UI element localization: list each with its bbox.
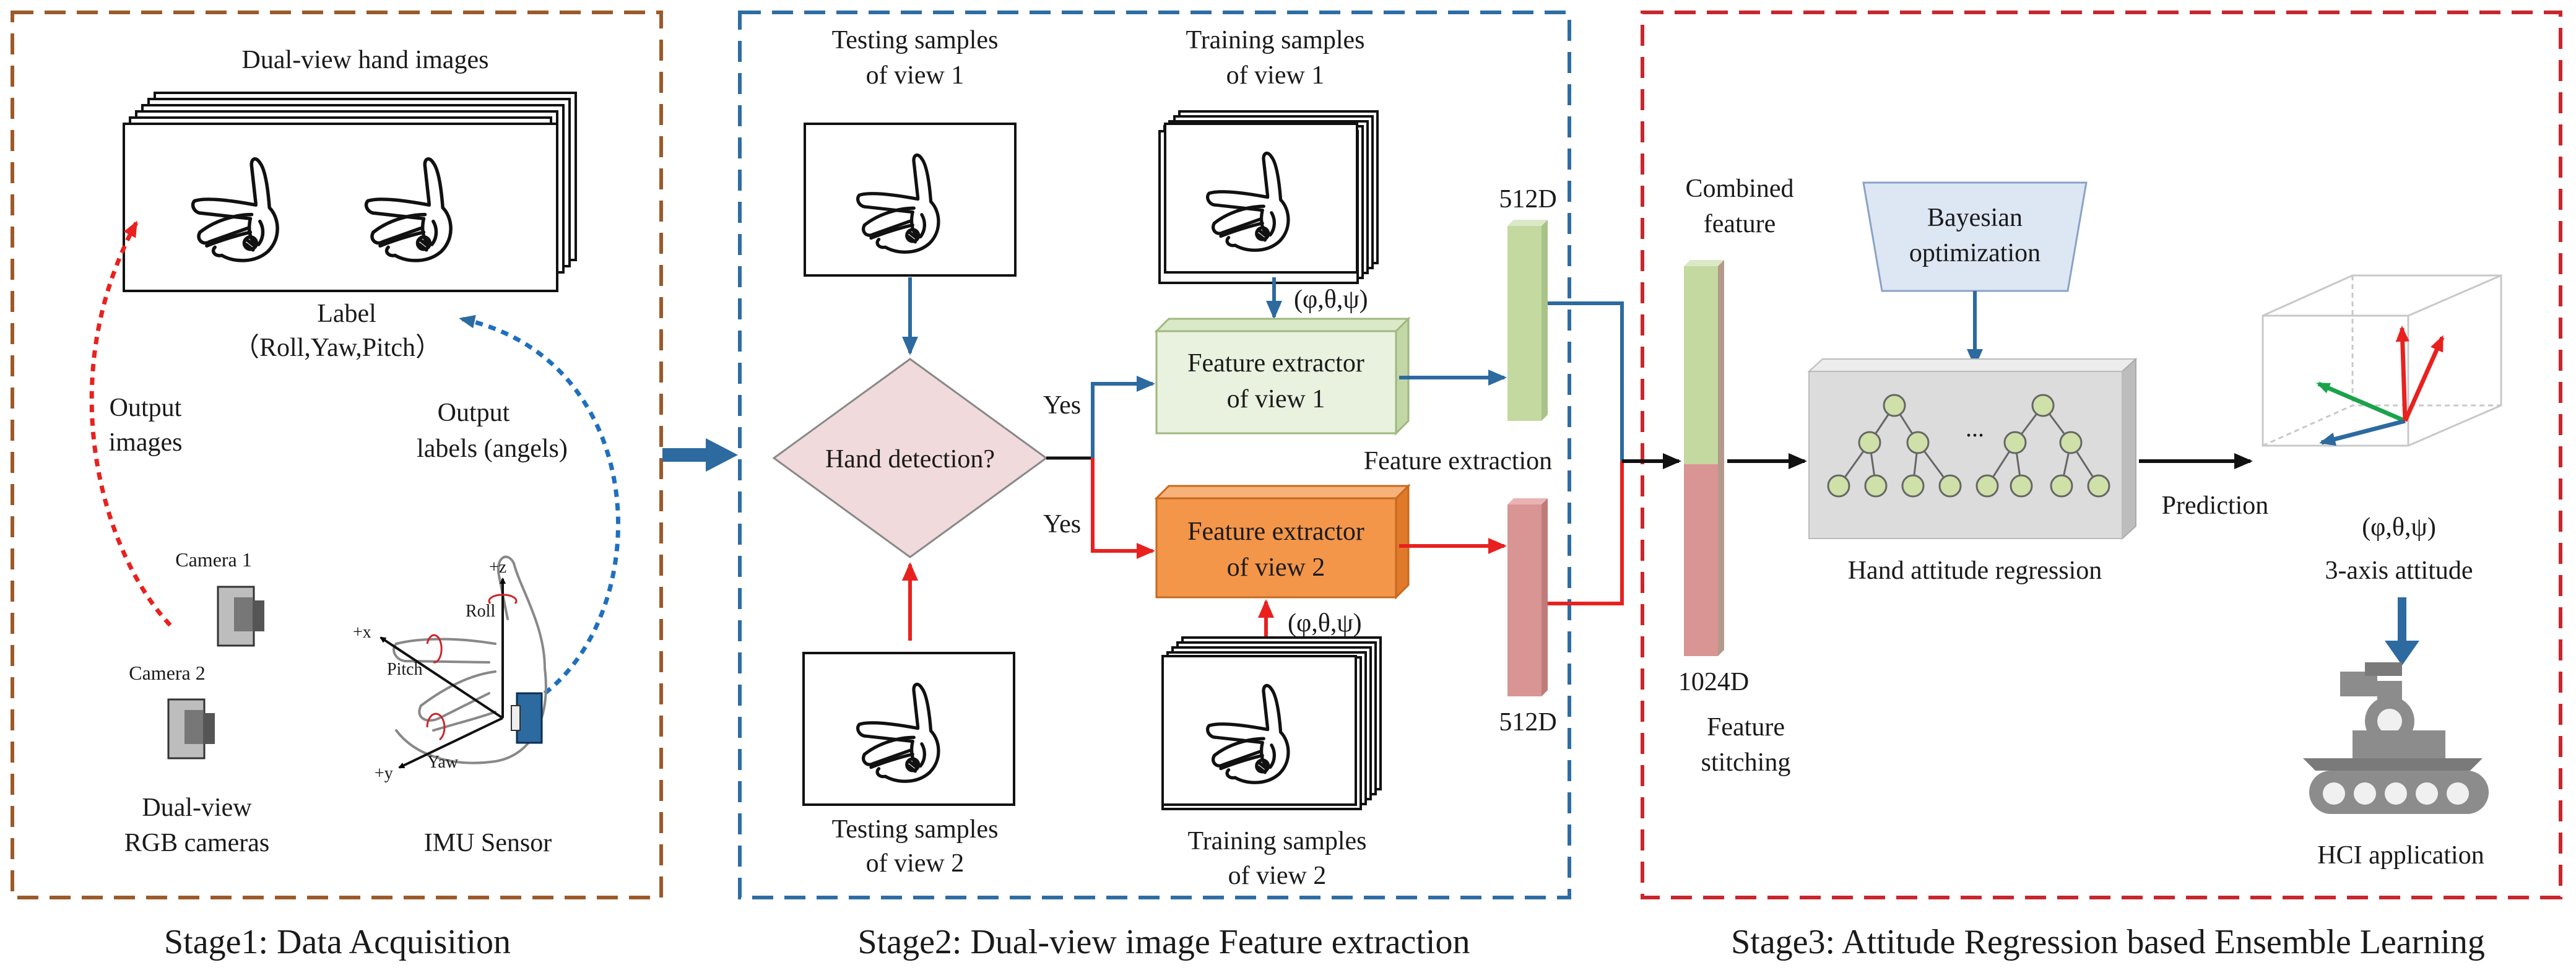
fe1-line1: Feature extractor	[1187, 349, 1364, 378]
imu-yaw: Yaw	[427, 753, 459, 772]
training-v2-line2: of view 2	[1228, 862, 1327, 890]
dim-1024: 1024D	[1678, 668, 1749, 696]
imu-axis-y: +y	[375, 764, 393, 783]
hand-detection-decision	[772, 358, 1048, 558]
ensemble-regressor-box	[1807, 357, 2138, 540]
feature-extraction-label: Feature extraction	[1364, 447, 1552, 475]
fe2-line2: of view 2	[1227, 553, 1325, 582]
testing-v1-line1: Testing samples	[832, 26, 999, 54]
camera1-label: Camera 1	[175, 548, 252, 571]
fe1-line2: of view 1	[1227, 385, 1325, 413]
imu-hand-illustration	[379, 555, 547, 769]
decision-trees	[1827, 394, 2110, 498]
training-v1-line2: of view 1	[1226, 61, 1325, 90]
tank-robot-icon	[2303, 662, 2489, 814]
training-v1-stack	[1158, 110, 1379, 284]
imu-pitch: Pitch	[387, 660, 423, 679]
yes-branch-view1	[1091, 376, 1155, 458]
hand-attitude-regression-label: Hand attitude regression	[1848, 556, 2102, 585]
angles-v1: (φ,θ,ψ)	[1294, 285, 1368, 314]
output-labels-line1: Output	[438, 399, 510, 427]
feature-stitching-line2: stitching	[1701, 748, 1791, 777]
camera2-label: Camera 2	[129, 662, 206, 684]
attitude-label: 3-axis attitude	[2325, 556, 2473, 585]
stage1-caption: Stage1: Data Acquisition	[164, 923, 511, 961]
dual-view-title: Dual-view hand images	[242, 46, 489, 74]
testing-v2-line1: Testing samples	[832, 815, 999, 844]
testing-v2-line2: of view 2	[866, 849, 965, 878]
dim-512-top: 512D	[1499, 185, 1556, 214]
training-v1-line1: Training samples	[1186, 26, 1365, 54]
imu-roll: Roll	[466, 602, 495, 621]
stage3-caption: Stage3: Attitude Regression based Ensemb…	[1731, 923, 2485, 961]
feature-extractor-view2	[1154, 483, 1411, 600]
imu-axis-x: +x	[353, 623, 371, 642]
training-v2-stack	[1161, 636, 1382, 810]
feature-stitching-line1: Feature	[1707, 713, 1785, 742]
combined-feature-line1: Combined	[1686, 175, 1794, 203]
testing-v1-image	[804, 123, 1017, 277]
prediction-label: Prediction	[2162, 491, 2269, 520]
hand-image-stack	[123, 92, 577, 292]
feature-vector-view2	[1507, 498, 1548, 696]
dim-512-bottom: 512D	[1499, 708, 1556, 737]
stage1-border	[11, 11, 663, 899]
label-title: Label	[317, 300, 376, 328]
output-images-line2: images	[109, 428, 183, 457]
camera2-icon	[167, 698, 215, 759]
label-angles: （Roll,Yaw,Pitch）	[233, 334, 441, 362]
yes-branch-view2	[1091, 458, 1155, 559]
feature-vector-view1	[1507, 220, 1548, 421]
yes-label-1: Yes	[1043, 391, 1081, 420]
feature-v1-merge-line	[1548, 301, 1624, 461]
attitude-angles: (φ,θ,ψ)	[2362, 513, 2436, 542]
hci-application-label: HCI application	[2317, 841, 2484, 870]
feature-v2-merge-line	[1548, 461, 1624, 605]
stage3-border	[1641, 11, 2562, 899]
imu-sensor-label: IMU Sensor	[424, 829, 552, 857]
fe2-line1: Feature extractor	[1187, 517, 1364, 546]
imu-axis-z: +z	[489, 558, 506, 577]
cameras-label-line2: RGB cameras	[124, 829, 269, 857]
testing-v2-image	[802, 652, 1015, 806]
stage2-caption: Stage2: Dual-view image Feature extracti…	[858, 923, 1470, 961]
combined-feature-vector	[1684, 260, 1724, 656]
stage2-border	[738, 11, 1571, 899]
cameras-label-line1: Dual-view	[142, 794, 252, 822]
bayes-line1: Bayesian	[1927, 204, 2023, 232]
feature-extractor-view1	[1154, 316, 1411, 436]
bayes-line2: optimization	[1909, 239, 2040, 267]
hand-detection-label: Hand detection?	[825, 445, 995, 474]
output-images-arrow	[89, 220, 172, 627]
output-images-line1: Output	[110, 394, 182, 422]
camera1-icon	[217, 586, 264, 647]
angles-v2: (φ,θ,ψ)	[1288, 609, 1362, 638]
trees-ellipsis: ...	[1966, 414, 1984, 442]
attitude-axes-cube	[2262, 274, 2502, 447]
output-labels-line2: labels (angels)	[417, 435, 568, 463]
yes-label-2: Yes	[1043, 510, 1081, 539]
testing-v1-line2: of view 1	[866, 61, 965, 90]
combined-feature-line2: feature	[1704, 210, 1776, 238]
bayesian-optimization-box	[1862, 181, 2088, 292]
training-v2-line1: Training samples	[1188, 827, 1367, 855]
